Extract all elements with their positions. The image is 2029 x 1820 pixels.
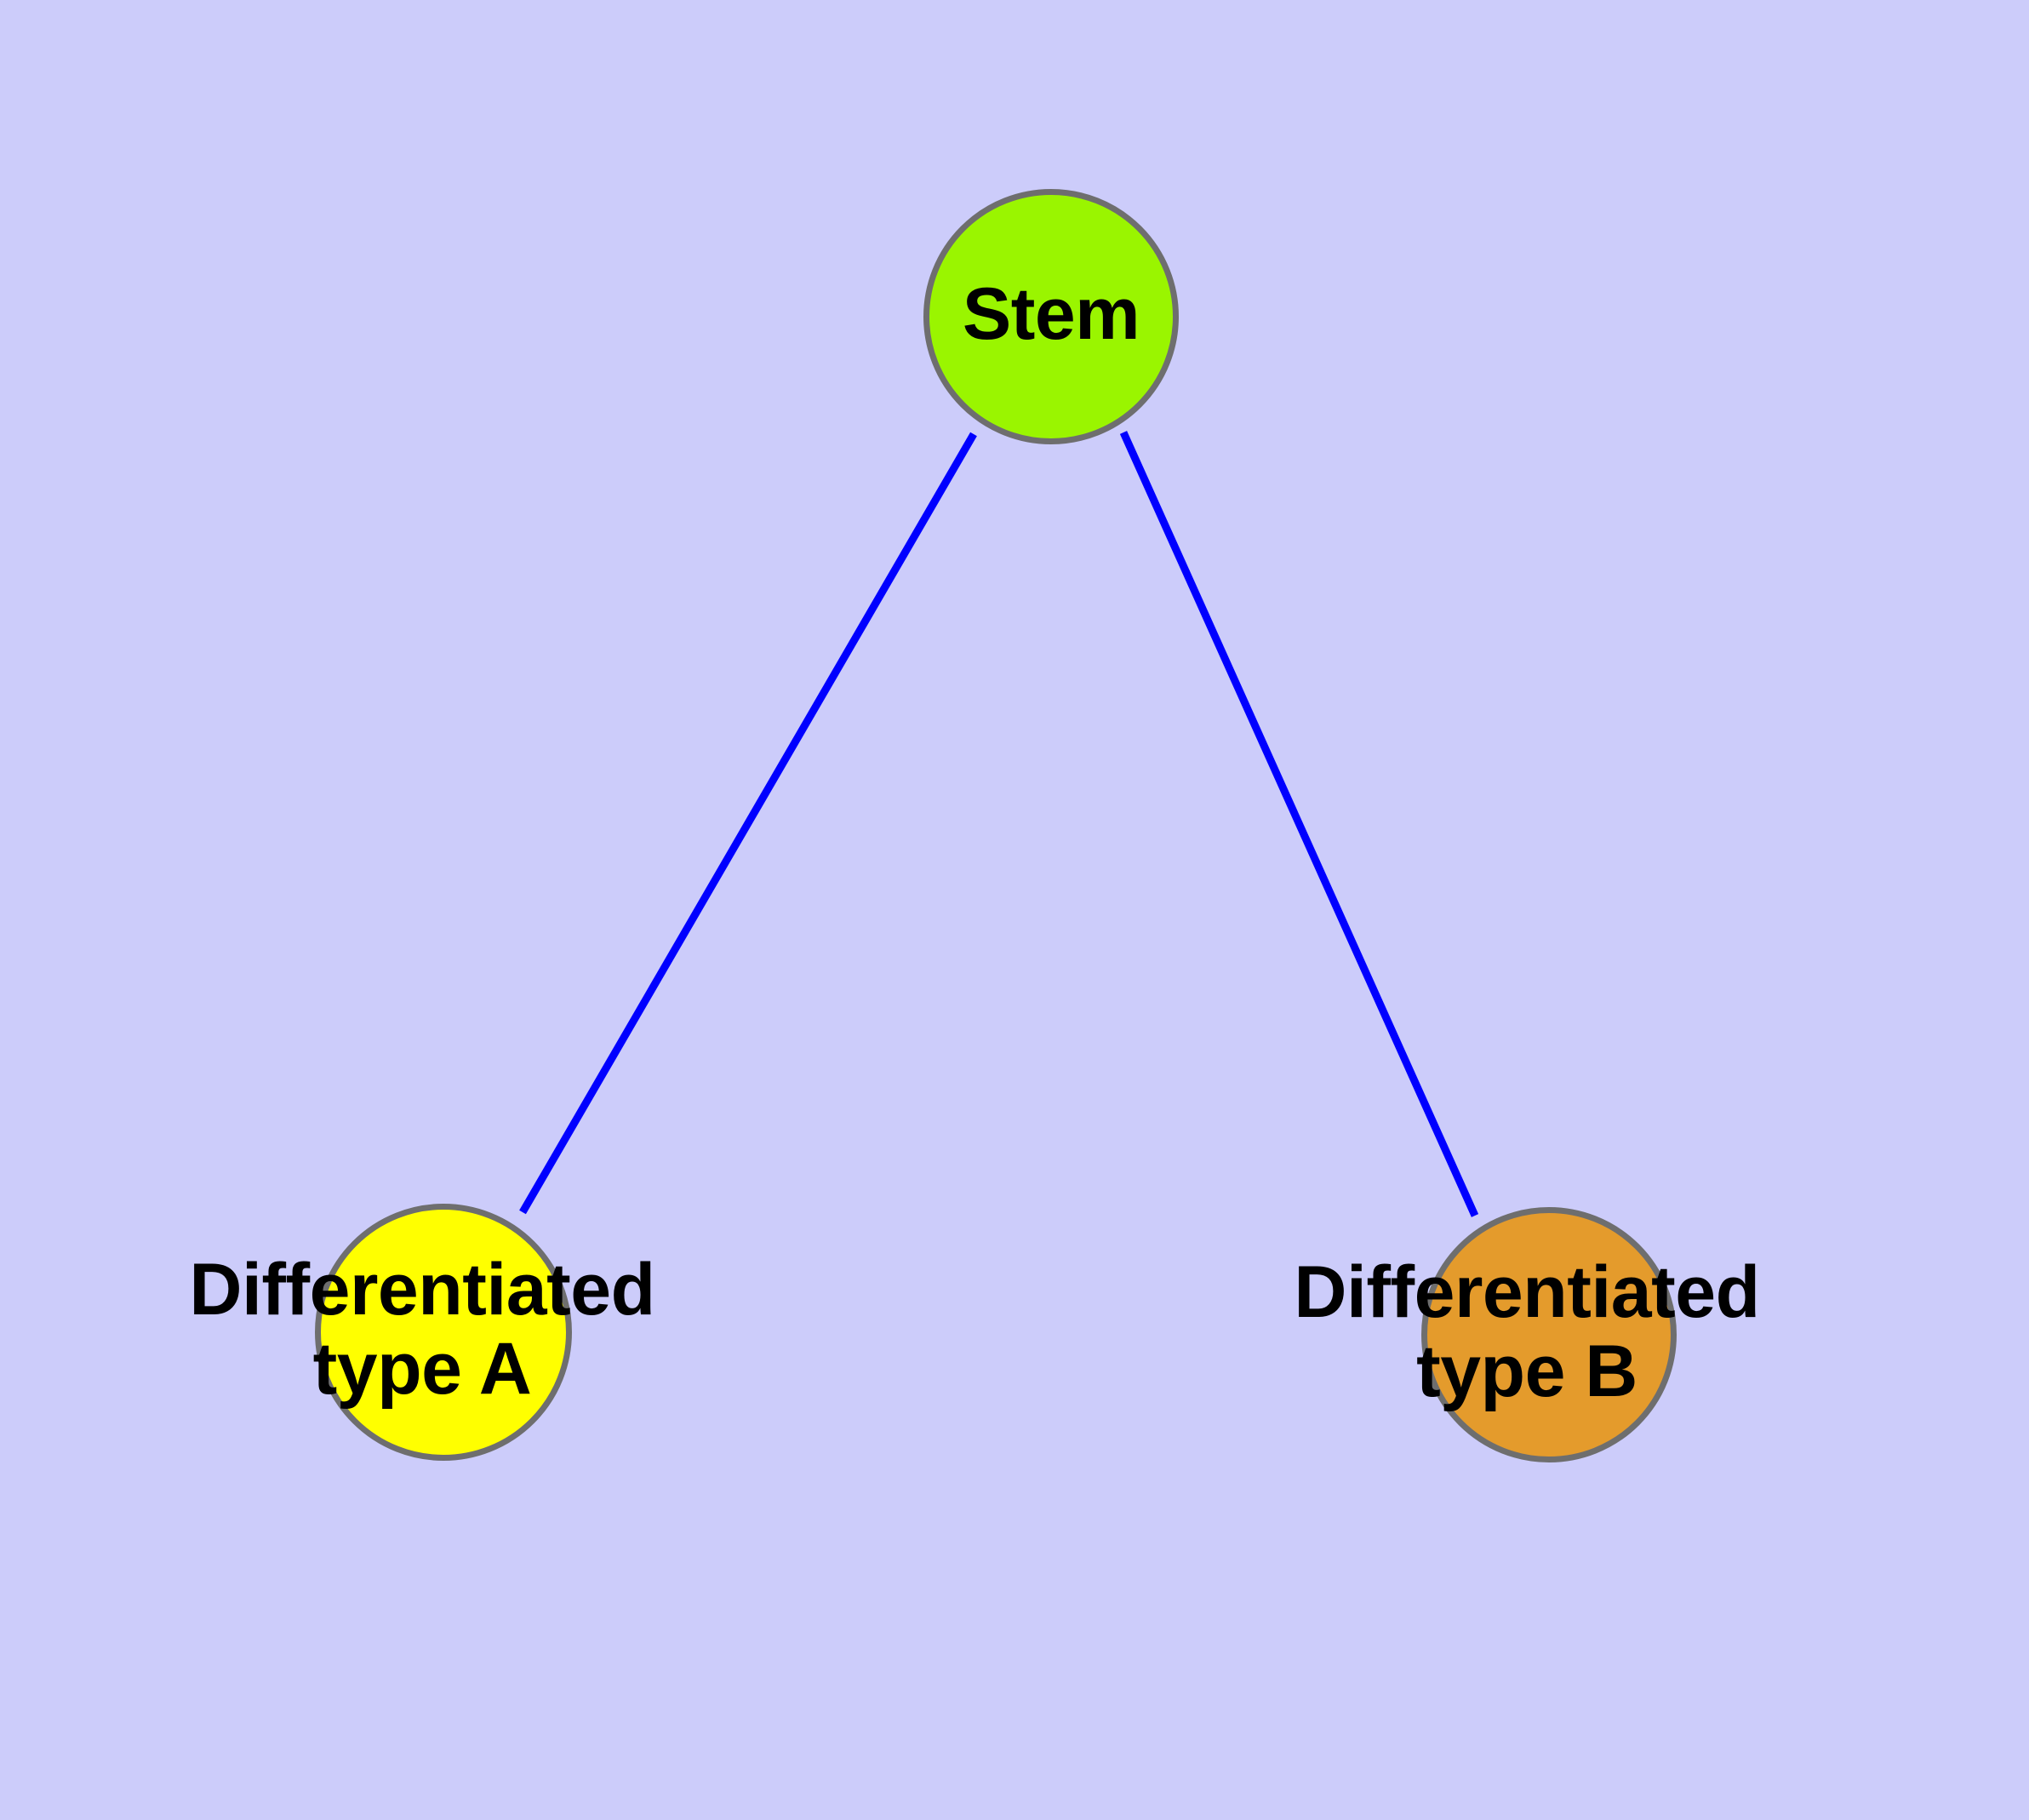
- node-stem[interactable]: [923, 189, 1179, 444]
- node-label-stem: Stem: [962, 273, 1140, 355]
- node-label-differentiated-type-b: Differentiated type B: [1294, 1251, 1760, 1412]
- edge-stem-to-differentiated-type-b: [1119, 431, 1479, 1217]
- node-differentiated-type-a[interactable]: [315, 1204, 572, 1461]
- node-differentiated-type-b[interactable]: [1421, 1207, 1677, 1462]
- edge-stem-to-differentiated-type-a: [519, 432, 977, 1215]
- node-label-differentiated-type-a: Differentiated type A: [189, 1249, 655, 1410]
